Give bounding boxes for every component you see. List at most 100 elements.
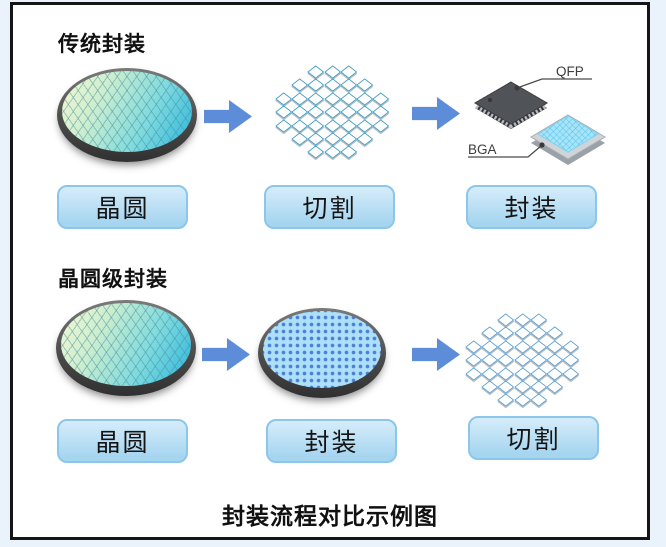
step-label-packaging: 封装 — [466, 185, 597, 229]
die-chip — [530, 326, 547, 340]
die-chip — [372, 105, 390, 119]
die-chip — [291, 105, 309, 119]
die-chip — [498, 367, 515, 380]
die-chip — [514, 313, 531, 327]
die-chip — [546, 353, 563, 367]
die-chip — [546, 340, 563, 353]
die-chip — [324, 132, 341, 146]
die-chip — [530, 367, 547, 380]
die-chip — [498, 340, 515, 353]
die-chip — [498, 326, 515, 340]
die-chip — [546, 380, 563, 394]
die-chip — [498, 393, 515, 407]
die-chip — [530, 393, 547, 407]
die-chip — [356, 78, 373, 92]
die-chip — [530, 340, 547, 353]
die-chip — [356, 105, 373, 119]
die-chip — [324, 92, 341, 105]
die-chip — [291, 78, 309, 92]
die-chip — [324, 119, 341, 132]
wafer-surface — [61, 303, 191, 386]
die-chip — [356, 92, 373, 105]
die-chip — [340, 92, 357, 105]
die-chip — [481, 340, 499, 353]
qfp-label: QFP — [556, 64, 584, 79]
die-chip — [514, 340, 531, 353]
figure-caption: 封装流程对比示例图 — [222, 503, 438, 529]
step-label-packaging: 封装 — [266, 419, 397, 463]
step-label-dicing: 切割 — [264, 185, 395, 229]
wafer-icon — [57, 68, 197, 162]
qfp-chip-icon — [469, 81, 553, 129]
die-chip — [530, 353, 547, 367]
die-chip — [340, 119, 357, 132]
die-chip — [514, 393, 531, 407]
diagram-frame: 传统封装 QFP — [10, 2, 650, 540]
die-chip — [324, 105, 341, 119]
die-chip — [514, 326, 531, 340]
die-chip — [308, 65, 325, 79]
die-chip — [562, 367, 580, 380]
die-chip — [530, 380, 547, 394]
section-title-traditional: 传统封装 — [58, 33, 146, 56]
die-chip — [275, 105, 292, 119]
bumped-wafer-surface — [263, 311, 381, 388]
die-chip — [530, 313, 547, 327]
die-chip — [465, 367, 482, 380]
bga-chip-icon — [530, 114, 606, 165]
die-chip — [291, 132, 309, 146]
die-chip — [356, 132, 373, 146]
die-chip — [498, 353, 515, 367]
die-chip — [514, 380, 531, 394]
die-chip — [324, 145, 341, 159]
arrow-right-icon — [202, 338, 250, 371]
packaged-chips-icon: QFP BGA — [468, 64, 606, 165]
die-chip — [356, 119, 373, 132]
die-chip — [324, 78, 341, 92]
die-chip — [275, 119, 292, 132]
die-chip — [308, 119, 325, 132]
die-chip — [481, 326, 499, 340]
qfp-callout: QFP — [514, 64, 592, 91]
die-chip — [340, 132, 357, 146]
die-chip — [275, 92, 292, 105]
die-chip — [324, 65, 341, 79]
die-chip — [481, 353, 499, 367]
section-title-wafer-level: 晶圆级封装 — [58, 268, 168, 291]
die-chip — [546, 326, 563, 340]
die-chip — [308, 145, 325, 159]
die-chip — [372, 119, 390, 132]
die-chip — [340, 78, 357, 92]
arrow-right-icon — [204, 100, 252, 133]
die-chip — [308, 78, 325, 92]
die-chip — [546, 367, 563, 380]
die-chip — [562, 353, 580, 367]
die-chip — [465, 353, 482, 367]
die-chip — [514, 367, 531, 380]
die-chip — [481, 367, 499, 380]
die-chip — [291, 119, 309, 132]
step-label-wafer: 晶圆 — [57, 419, 188, 463]
wafer-surface — [62, 71, 192, 152]
die-chip — [562, 340, 580, 353]
die-chip — [291, 92, 309, 105]
die-chip — [498, 380, 515, 394]
die-chip — [465, 340, 482, 353]
step-label-dicing: 切割 — [468, 416, 599, 460]
die-chip — [340, 105, 357, 119]
die-chip — [308, 132, 325, 146]
die-chip — [481, 380, 499, 394]
bga-label: BGA — [468, 142, 497, 157]
die-chip — [340, 145, 357, 159]
die-chip — [340, 65, 357, 79]
step-label-wafer: 晶圆 — [57, 185, 188, 229]
die-chip — [498, 313, 515, 327]
die-chip — [308, 92, 325, 105]
arrow-right-icon — [412, 338, 460, 371]
die-chip — [308, 105, 325, 119]
wafer-icon — [56, 300, 196, 396]
die-chip — [514, 353, 531, 367]
bga-callout: BGA — [468, 142, 545, 158]
bumped-wafer-icon — [258, 308, 386, 398]
